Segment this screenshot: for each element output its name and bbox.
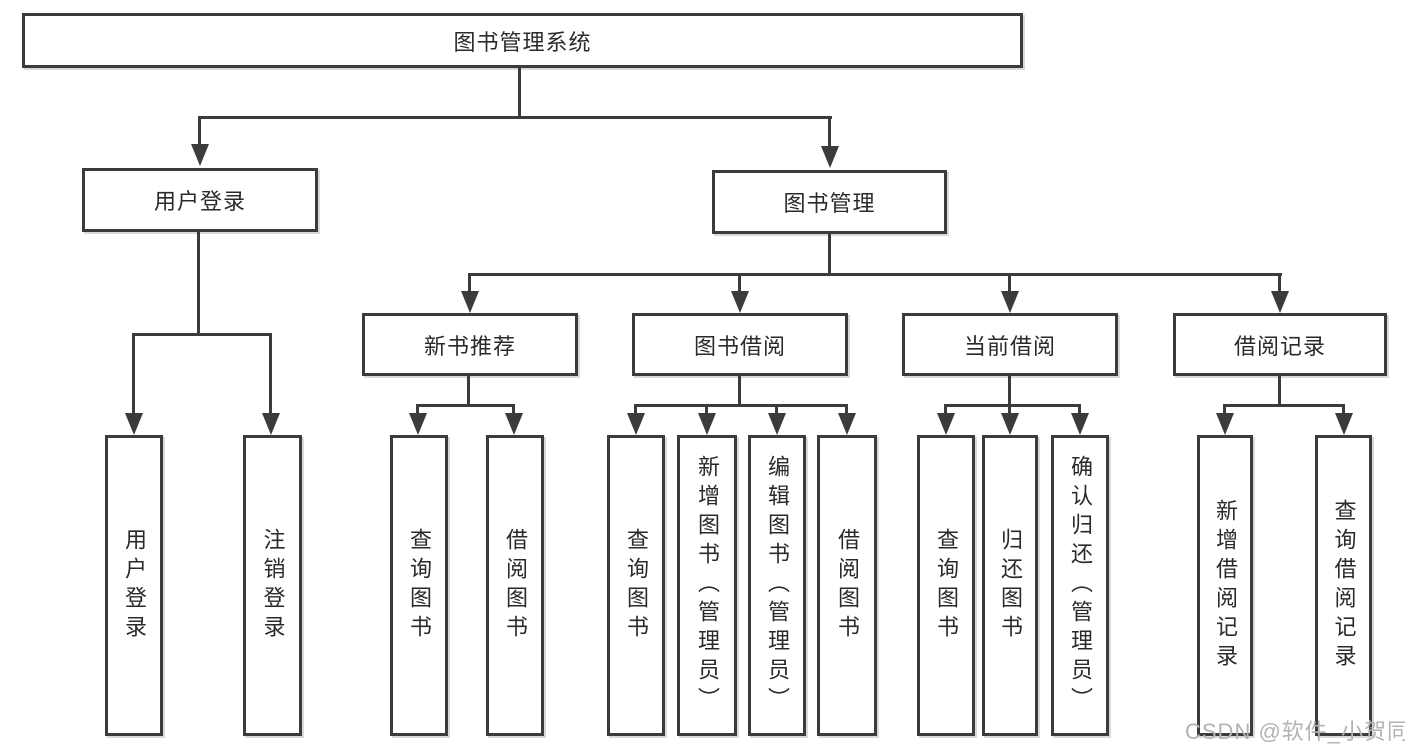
node-user-login: 用户登录 (82, 168, 318, 232)
leaf-bb-query-books: 查询图书 (607, 435, 665, 736)
arrow-bb-add-icon (698, 413, 716, 435)
connector-borrow-horizontal (634, 404, 848, 407)
connector-stem-nb-borrow (512, 404, 515, 414)
connector-stem-current (1008, 273, 1011, 293)
connector-management-down (828, 234, 831, 275)
connector-borrow-down (738, 376, 741, 406)
connector-stem-cb-confirm (1078, 404, 1081, 414)
leaf-bb-edit-books-label: 编辑图书（管理员） (765, 455, 790, 716)
connector-login-horizontal (132, 333, 272, 336)
node-root-system: 图书管理系统 (22, 13, 1023, 68)
leaf-nb-borrow-books: 借阅图书 (486, 435, 544, 736)
arrow-br-add-icon (1216, 413, 1234, 435)
leaf-nb-query-books-label: 查询图书 (407, 527, 432, 644)
leaf-bb-borrow-books-label: 借阅图书 (835, 527, 860, 644)
connector-stem-management (828, 116, 831, 148)
connector-root-down (518, 68, 521, 116)
leaf-cb-return-books-label: 归还图书 (998, 527, 1023, 644)
connector-stem-newbooks (468, 273, 471, 293)
arrow-to-newbooks-icon (461, 291, 479, 313)
leaf-bb-add-books: 新增图书（管理员） (677, 435, 737, 736)
leaf-br-query-record: 查询借阅记录 (1315, 435, 1372, 736)
leaf-logout: 注销登录 (243, 435, 302, 736)
connector-level3-horizontal (468, 273, 1282, 276)
node-book-management: 图书管理 (712, 170, 947, 234)
arrow-nb-borrow-icon (505, 413, 523, 435)
arrow-to-leaf-logout-icon (262, 413, 280, 435)
connector-stem-records (1278, 273, 1281, 293)
arrow-cb-query-icon (937, 413, 955, 435)
arrow-bb-edit-icon (768, 413, 786, 435)
leaf-cb-confirm-return-label: 确认归还（管理员） (1068, 455, 1093, 716)
arrow-to-current-icon (1001, 291, 1019, 313)
leaf-cb-query-books: 查询图书 (917, 435, 975, 736)
leaf-nb-query-books: 查询图书 (390, 435, 448, 736)
arrow-cb-return-icon (1001, 413, 1019, 435)
arrow-cb-confirm-icon (1071, 413, 1089, 435)
leaf-bb-edit-books: 编辑图书（管理员） (748, 435, 806, 736)
connector-stem-bb-borrow (845, 404, 848, 414)
connector-stem-br-query (1342, 404, 1345, 414)
leaf-br-add-record: 新增借阅记录 (1197, 435, 1253, 736)
connector-stem-leaf-logout (269, 333, 272, 413)
connector-stem-borrow (738, 273, 741, 293)
connector-stem-login (198, 116, 201, 146)
leaf-br-query-record-label: 查询借阅记录 (1331, 498, 1357, 673)
watermark-text: CSDN @软件_小贺同学 (1185, 719, 1405, 744)
connector-stem-cb-return (1008, 404, 1011, 414)
leaf-nb-borrow-books-label: 借阅图书 (503, 527, 528, 644)
node-new-book-recommend: 新书推荐 (362, 313, 578, 376)
connector-records-horizontal (1223, 404, 1344, 407)
node-current-borrow: 当前借阅 (902, 313, 1118, 376)
connector-stem-nb-query (416, 404, 419, 414)
connector-stem-cb-query (944, 404, 947, 414)
arrow-to-borrow-icon (731, 291, 749, 313)
arrow-bb-query-icon (627, 413, 645, 435)
arrow-to-records-icon (1271, 291, 1289, 313)
leaf-bb-add-books-label: 新增图书（管理员） (695, 455, 720, 716)
leaf-logout-label: 注销登录 (260, 527, 286, 644)
arrow-to-leaf-login-icon (125, 413, 143, 435)
arrow-br-query-icon (1335, 413, 1353, 435)
arrow-bb-borrow-icon (838, 413, 856, 435)
leaf-br-add-record-label: 新增借阅记录 (1213, 498, 1238, 673)
connector-records-down (1278, 376, 1281, 406)
connector-stem-leaf-login (132, 333, 135, 413)
arrow-to-management-icon (821, 146, 839, 168)
node-borrow-records: 借阅记录 (1173, 313, 1387, 376)
leaf-cb-query-books-label: 查询图书 (934, 527, 959, 644)
leaf-bb-borrow-books: 借阅图书 (817, 435, 877, 736)
connector-newbooks-horizontal (416, 404, 515, 407)
connector-level2-horizontal (198, 116, 832, 119)
leaf-bb-query-books-label: 查询图书 (624, 527, 649, 644)
leaf-user-login-label: 用户登录 (122, 527, 147, 644)
leaf-user-login: 用户登录 (105, 435, 163, 736)
connector-stem-bb-edit (775, 404, 778, 414)
connector-stem-br-add (1223, 404, 1226, 414)
connector-current-horizontal (944, 404, 1081, 407)
connector-current-down (1008, 376, 1011, 406)
connector-stem-bb-add (705, 404, 708, 414)
connector-stem-bb-query (634, 404, 637, 414)
leaf-cb-return-books: 归还图书 (982, 435, 1038, 736)
arrow-nb-query-icon (409, 413, 427, 435)
connector-login-down (197, 232, 200, 335)
node-book-borrow: 图书借阅 (632, 313, 848, 376)
connector-newbooks-down (467, 376, 470, 406)
leaf-cb-confirm-return: 确认归还（管理员） (1051, 435, 1109, 736)
arrow-to-login-icon (191, 144, 209, 166)
